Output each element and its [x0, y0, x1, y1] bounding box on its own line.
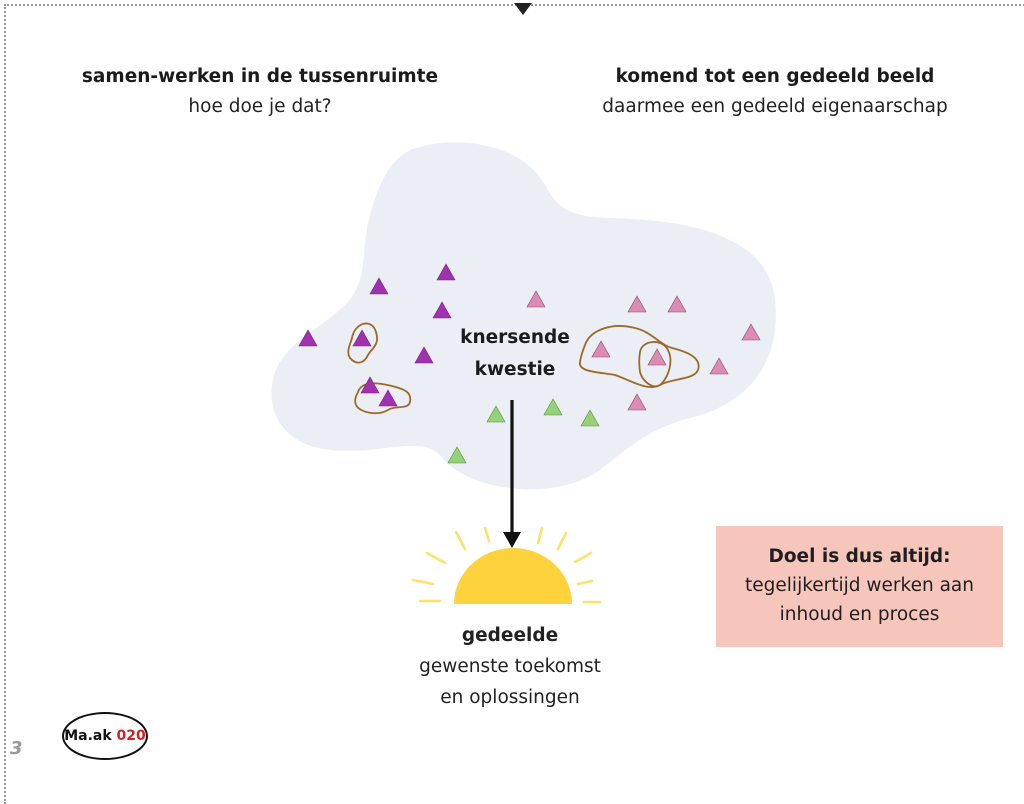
heading-right-title: komend tot een gedeeld beeld: [615, 66, 935, 87]
triangle-icon: [580, 409, 600, 427]
heading-right: komend tot een gedeeld beeld daarmee een…: [560, 62, 990, 122]
arrow-head-icon: [503, 532, 521, 548]
outcome-title: gedeelde: [461, 625, 559, 646]
page-frame: [4, 3, 1024, 804]
down-arrow: [503, 400, 521, 548]
heading-right-subtitle: daarmee een gedeeld eigenaarschap: [602, 96, 948, 117]
triangle-icon: [378, 389, 398, 407]
triangle-icon: [432, 301, 452, 319]
loop-outline: [579, 325, 700, 388]
triangle-icon: [741, 323, 761, 341]
triangle-icon: [667, 295, 687, 313]
loop-outline: [347, 322, 378, 364]
purple-triangles: [298, 263, 456, 407]
triangle-markers: [298, 263, 761, 464]
triangle-icon: [298, 329, 318, 347]
core-issue-line2: kwestie: [474, 359, 556, 380]
triangle-icon: [486, 405, 506, 423]
outcome-line2: en oplossingen: [440, 687, 580, 708]
triangle-icon: [447, 446, 467, 464]
goal-line1: tegelijkertijd werken aan: [745, 575, 974, 596]
triangle-icon: [709, 357, 729, 375]
triangle-icon: [526, 290, 546, 308]
shared-space-blob: [271, 142, 776, 490]
sun-icon: [454, 548, 572, 604]
diagram-illustration: [271, 142, 776, 604]
green-triangles: [447, 398, 600, 464]
heading-left: samen-werken in de tussenruimte hoe doe …: [40, 62, 480, 122]
outcome-line1: gewenste toekomst: [419, 656, 601, 677]
triangle-icon: [414, 346, 434, 364]
triangle-icon: [591, 340, 611, 358]
top-down-marker-icon: [514, 3, 532, 15]
triangle-icon: [352, 329, 372, 347]
triangle-icon: [543, 398, 563, 416]
maak-logo: Ma.ak 020: [62, 712, 148, 760]
core-issue-label: knersende kwestie: [430, 322, 600, 386]
triangle-icon: [627, 295, 647, 313]
logo-number: 020: [116, 728, 146, 744]
goal-callout-box: Doel is dus altijd: tegelijkertijd werke…: [716, 526, 1003, 647]
stakeholder-loops: [347, 322, 700, 415]
goal-line2: inhoud en proces: [779, 604, 940, 625]
heading-left-subtitle: hoe doe je dat?: [188, 96, 332, 117]
triangle-icon: [436, 263, 456, 281]
triangle-icon: [360, 376, 380, 394]
outcome-label: gedeelde gewenste toekomst en oplossinge…: [360, 620, 660, 713]
triangle-icon: [369, 277, 389, 295]
loop-outline: [638, 341, 672, 388]
logo-text: Ma.ak: [64, 728, 112, 744]
sun-rays: [411, 526, 602, 604]
triangle-icon: [647, 348, 667, 366]
pink-triangles: [526, 290, 761, 411]
loop-outline: [354, 382, 412, 415]
heading-left-title: samen-werken in de tussenruimte: [81, 66, 439, 87]
goal-title: Doel is dus altijd:: [768, 546, 951, 567]
core-issue-line1: knersende: [460, 327, 570, 348]
page-number: 3: [10, 738, 23, 759]
triangle-icon: [627, 393, 647, 411]
